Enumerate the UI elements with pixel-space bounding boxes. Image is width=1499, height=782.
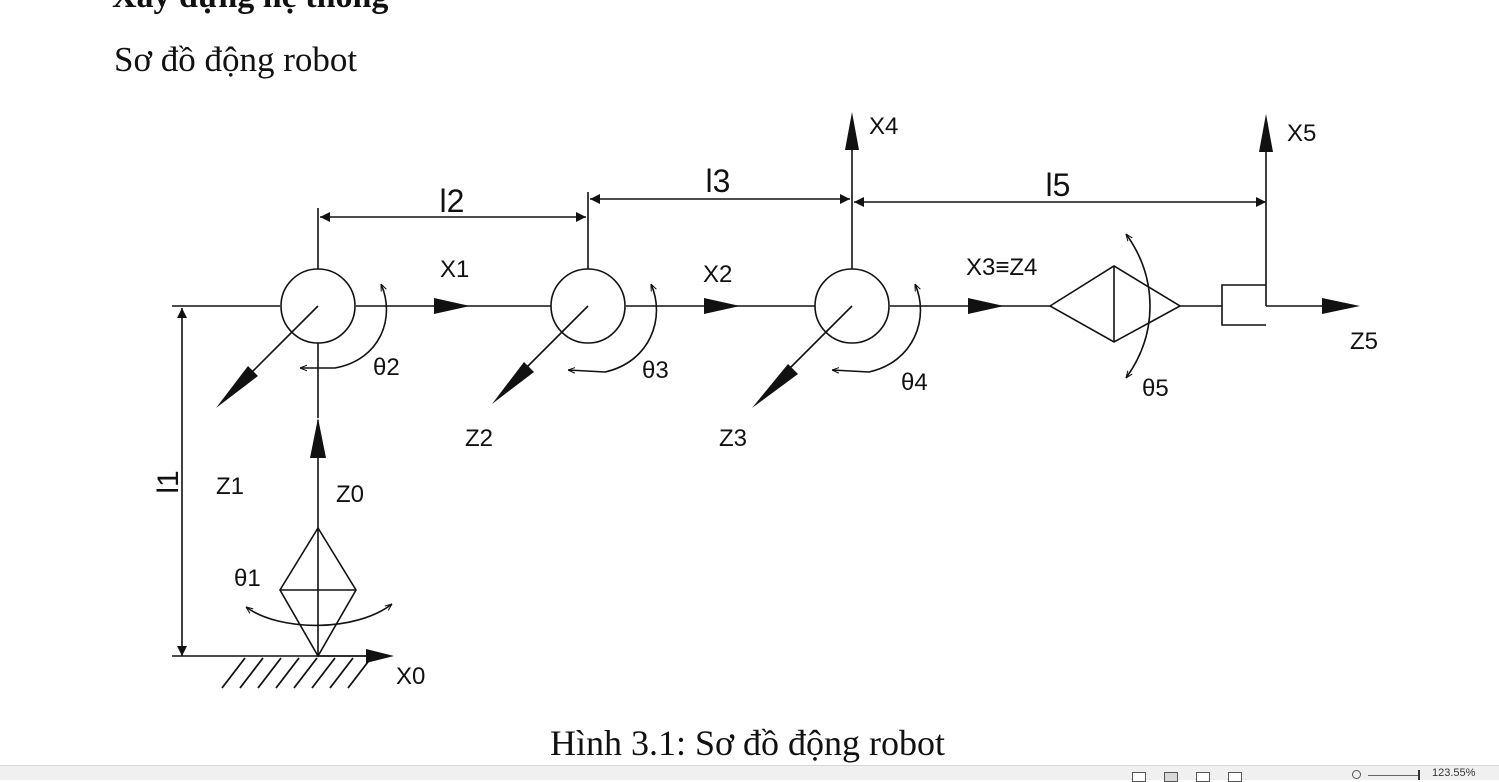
print-layout-icon[interactable] bbox=[1164, 772, 1178, 782]
theta3-label: θ3 bbox=[642, 357, 669, 384]
web-layout-icon[interactable] bbox=[1196, 772, 1210, 782]
x4-label: X4 bbox=[869, 113, 898, 140]
l1-label: l1 bbox=[152, 470, 185, 493]
z1-label: Z1 bbox=[216, 473, 244, 500]
l5-label: l5 bbox=[1046, 167, 1071, 203]
status-bar: 123.55% bbox=[0, 765, 1499, 782]
l3-label: l3 bbox=[706, 163, 731, 199]
x3z4-label: X3≡Z4 bbox=[966, 254, 1037, 281]
ground-hatch bbox=[221, 657, 372, 689]
figure-caption: Hình 3.1: Sơ đồ động robot bbox=[550, 723, 946, 763]
l2-label: l2 bbox=[440, 183, 465, 219]
gripper bbox=[1221, 284, 1266, 326]
x5-label: X5 bbox=[1287, 120, 1316, 147]
zoom-level[interactable]: 123.55% bbox=[1432, 767, 1476, 779]
read-mode-icon[interactable] bbox=[1132, 772, 1146, 782]
wrist-joint bbox=[1048, 265, 1182, 343]
x0-label: X0 bbox=[396, 663, 425, 690]
x1-label: X1 bbox=[440, 256, 469, 283]
z2-label: Z2 bbox=[465, 425, 493, 452]
z3-label: Z3 bbox=[719, 425, 747, 452]
zoom-out-icon[interactable] bbox=[1352, 770, 1361, 779]
section-title: Sơ đồ động robot bbox=[114, 40, 358, 79]
z5-label: Z5 bbox=[1350, 328, 1378, 355]
theta2-label: θ2 bbox=[373, 354, 400, 381]
theta5-label: θ5 bbox=[1142, 375, 1169, 402]
x2-label: X2 bbox=[703, 261, 732, 288]
theta1-label: θ1 bbox=[234, 565, 261, 592]
zoom-slider[interactable] bbox=[1368, 775, 1418, 776]
z0-label: Z0 bbox=[336, 481, 364, 508]
multi-page-icon[interactable] bbox=[1228, 772, 1242, 782]
theta4-label: θ4 bbox=[901, 369, 928, 396]
partial-heading: Xây dựng hệ thống bbox=[112, 0, 388, 16]
zoom-slider-thumb[interactable] bbox=[1418, 770, 1420, 780]
